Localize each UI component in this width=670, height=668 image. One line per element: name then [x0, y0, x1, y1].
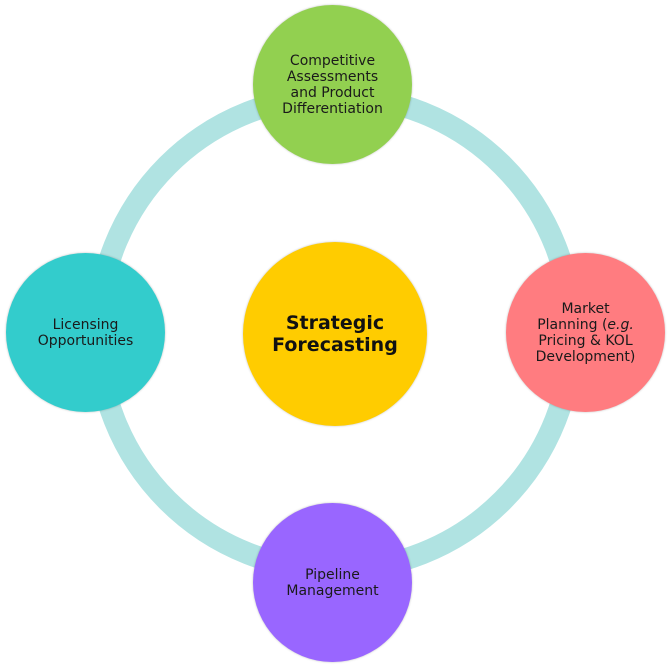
node-right-label: Market Planning (e.g. Pricing & KOL Deve… [536, 301, 636, 365]
node-bottom-line-1: Pipeline [305, 566, 360, 583]
node-top-line-1: Competitive [289, 52, 376, 69]
node-top-line-4: Differentiation [282, 100, 383, 117]
node-center-label: Strategic Forecasting [272, 312, 398, 356]
node-licensing-opportunities: Licensing Opportunities [6, 253, 165, 412]
node-right-line-2: Planning (e.g. [536, 317, 636, 333]
node-strategic-forecasting: Strategic Forecasting [243, 242, 427, 426]
node-market-planning: Market Planning (e.g. Pricing & KOL Deve… [506, 253, 665, 412]
node-bottom-line-2: Management [286, 582, 379, 599]
node-bottom-label: Pipeline Management [286, 567, 378, 599]
node-competitive-assessments: Competitive Assessments and Product Diff… [253, 5, 412, 164]
node-right-line-2a: Planning ( [537, 316, 608, 333]
node-left-line-2: Opportunities [37, 332, 134, 349]
node-center-line-2: Forecasting [272, 334, 398, 356]
node-left-line-1: Licensing [52, 316, 119, 333]
node-pipeline-management: Pipeline Management [253, 503, 412, 662]
node-right-line-2b: e.g. [607, 316, 634, 333]
node-top-line-2: Assessments [286, 68, 379, 85]
node-center-line-1: Strategic [285, 312, 385, 334]
node-right-line-3: Pricing & KOL [538, 332, 633, 349]
node-left-label: Licensing Opportunities [38, 317, 134, 349]
node-right-line-1: Market [561, 300, 610, 317]
node-right-line-4: Development) [535, 348, 636, 365]
node-top-label: Competitive Assessments and Product Diff… [282, 53, 383, 117]
node-top-line-3: and Product [290, 84, 375, 101]
